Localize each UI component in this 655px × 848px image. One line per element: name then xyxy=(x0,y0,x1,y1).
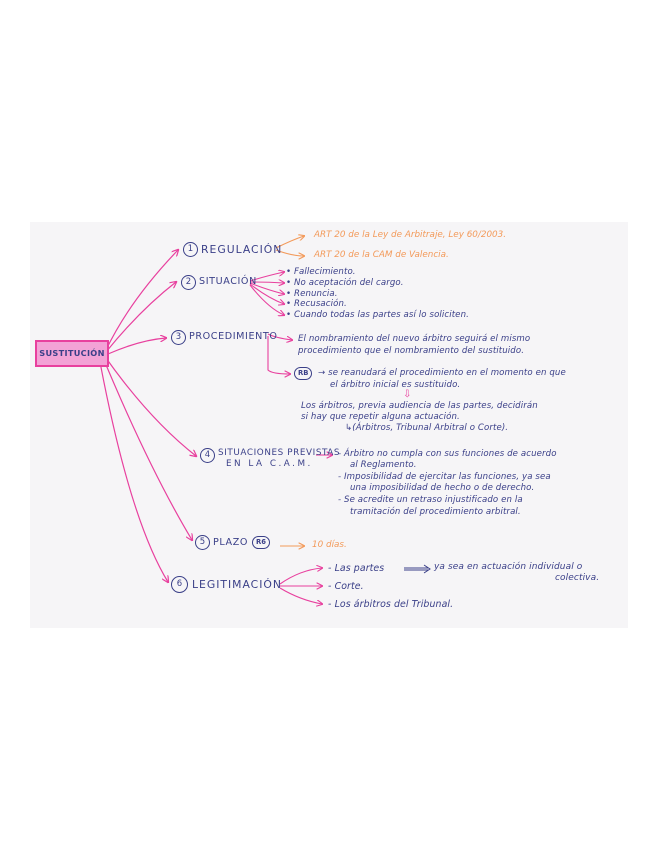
branch-line-situacion xyxy=(105,282,176,353)
branch-line-regulacion xyxy=(105,250,178,351)
node-title-situaciones-1: SITUACIONES PREVISTAS xyxy=(218,448,341,458)
node-title-situacion: SITUACIÓN xyxy=(199,276,257,287)
node-number-6: 6 xyxy=(171,576,188,593)
branch-line-procedimiento xyxy=(107,338,166,355)
branch-line-legitimacion xyxy=(99,361,168,582)
situaciones-item-1-line-2: al Reglamento. xyxy=(350,460,417,470)
legitimacion-item-1-detail: ya sea en actuación individual o xyxy=(434,562,583,572)
reference-badge-rb: RB xyxy=(294,367,313,380)
node-number-2: 2 xyxy=(181,275,196,290)
situaciones-item-2-line-1: - Imposibilidad de ejercitar las funcion… xyxy=(338,472,551,482)
legitimacion-item-1-detail-2: colectiva. xyxy=(555,573,600,583)
node-title-legitimacion: LEGITIMACIÓN xyxy=(192,578,282,591)
situacion-item-5: • Cuando todas las partes así lo solicit… xyxy=(286,310,469,320)
procedimiento-line-4: el árbitro inicial es sustituido. xyxy=(330,380,461,390)
node-number-3: 3 xyxy=(171,330,186,345)
procedimiento-line-2: procedimiento que el nombramiento del su… xyxy=(298,346,525,356)
situaciones-item-3-line-1: - Se acredite un retraso injustificado e… xyxy=(338,495,523,505)
regulacion-item-2: ART 20 de la CAM de Valencia. xyxy=(314,250,449,260)
procedimiento-line-1: El nombramiento del nuevo árbitro seguir… xyxy=(298,334,531,344)
node-number-5: 5 xyxy=(195,535,210,550)
legitimacion-item-2: - Corte. xyxy=(328,581,364,592)
legitimacion-item-3: - Los árbitros del Tribunal. xyxy=(328,599,454,610)
root-node: SUSTITUCIÓN xyxy=(35,340,109,367)
situacion-item-4: • Recusación. xyxy=(286,299,347,309)
procedimiento-line-3: → se reanudará el procedimiento en el mo… xyxy=(318,368,566,378)
node-title-plazo: PLAZO xyxy=(213,537,249,548)
node-title-procedimiento: PROCEDIMIENTO xyxy=(189,331,278,342)
down-arrow-icon: ⇩ xyxy=(403,389,412,400)
procedimiento-line-5: Los árbitros, previa audiencia de las pa… xyxy=(301,401,538,411)
node-title-situaciones-2: EN LA C.A.M. xyxy=(226,459,313,469)
branch-line-plazo xyxy=(103,359,192,540)
branch-line-situaciones xyxy=(105,357,196,456)
node-number-1: 1 xyxy=(183,242,198,257)
procedimiento-line-7: ↳(Árbitros, Tribunal Arbitral o Corte). xyxy=(345,423,509,433)
situaciones-item-1-line-1: - Árbitro no cumpla con sus funciones de… xyxy=(338,449,557,459)
situaciones-item-3-line-2: tramitación del procedimiento arbitral. xyxy=(350,507,521,517)
plazo-value: 10 días. xyxy=(312,540,347,550)
root-label: SUSTITUCIÓN xyxy=(39,348,105,358)
node-number-4: 4 xyxy=(200,448,215,463)
node-title-regulacion: REGULACIÓN xyxy=(201,243,283,256)
situacion-item-1: • Fallecimiento. xyxy=(286,267,356,277)
legitimacion-item-1: - Las partes xyxy=(328,563,385,574)
situacion-item-3: • Renuncia. xyxy=(286,289,338,299)
situaciones-item-2-line-2: una imposibilidad de hecho o de derecho. xyxy=(350,483,535,493)
regulacion-item-1: ART 20 de la Ley de Arbitraje, Ley 60/20… xyxy=(314,230,507,240)
notebook-sheet xyxy=(30,222,628,628)
reference-badge-r6: R6 xyxy=(252,536,270,549)
procedimiento-line-6: si hay que repetir alguna actuación. xyxy=(301,412,460,422)
situacion-item-2: • No aceptación del cargo. xyxy=(286,278,404,288)
